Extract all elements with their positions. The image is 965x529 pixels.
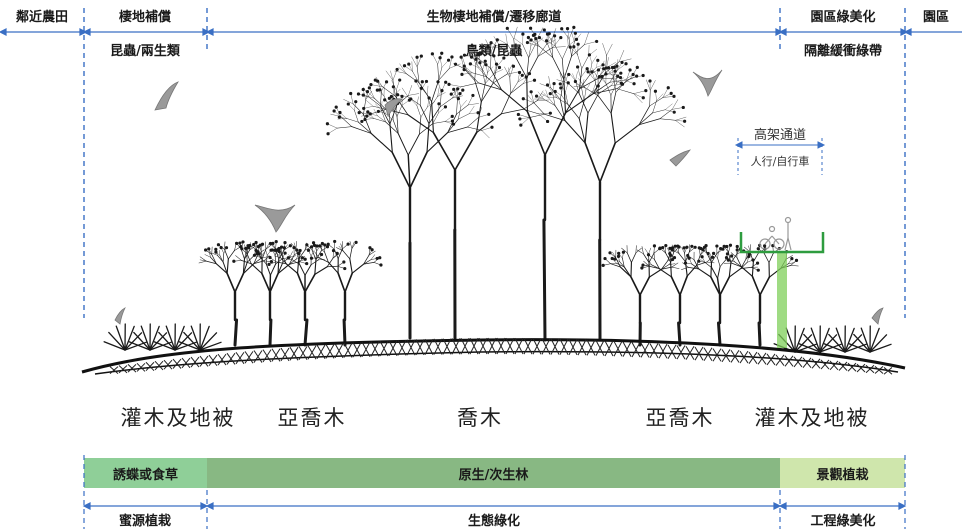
zone-label-park: 園區 — [922, 10, 950, 25]
bird-icon — [154, 81, 179, 111]
shrub — [178, 323, 222, 351]
sub-tree — [232, 239, 309, 347]
zone-label-habitat-species: 昆蟲/兩生類 — [110, 44, 180, 59]
shrub — [798, 325, 842, 353]
bird-icon — [114, 307, 126, 325]
plant-label-shrub-left: 灌木及地被 — [120, 406, 236, 430]
bottom-label-nectar: 蜜源植栽 — [118, 514, 172, 529]
walkway-title: 高架通道 — [753, 128, 807, 143]
sub-tree — [681, 243, 760, 347]
tall-tree — [516, 64, 687, 342]
cyclist-icon — [759, 225, 785, 250]
elevated-walkway — [734, 138, 826, 348]
bar-landscape: 景觀植栽 — [780, 458, 905, 488]
zone-label-habitat: 棲地補償 — [118, 10, 172, 25]
plant-label-subtree-right: 亞喬木 — [645, 406, 715, 430]
pedestrian-icon — [784, 216, 792, 251]
bird-icon — [871, 307, 884, 325]
tall-tree — [325, 78, 494, 340]
bird-icon — [384, 98, 403, 117]
zone-label-buffer-belt: 隔離緩衝綠帶 — [803, 44, 883, 59]
sub-tree — [601, 244, 680, 347]
vegetation-sketch — [103, 25, 892, 353]
ground-mound — [81, 337, 906, 375]
bottom-label-eng: 工程綠美化 — [810, 514, 876, 529]
shrub — [128, 323, 172, 351]
walkway-subtitle: 人行/自行車 — [750, 155, 810, 168]
sub-tree — [267, 241, 347, 347]
walkway-deck — [739, 232, 825, 254]
zone-dividers — [83, 8, 906, 318]
plant-label-tree: 喬木 — [457, 406, 503, 430]
bird-icon — [669, 149, 691, 167]
zone-label-buffer: 園區綠美化 — [810, 10, 876, 25]
shrub — [153, 323, 197, 351]
shrub — [848, 325, 892, 353]
zone-arrows — [0, 28, 962, 36]
bird-icons — [114, 69, 884, 325]
sub-tree — [198, 240, 274, 347]
bird-icon — [692, 69, 723, 97]
shrub — [823, 325, 867, 353]
tall-tree — [447, 25, 648, 342]
tall-tree — [357, 51, 552, 342]
bar-butterfly: 誘蝶或食草 — [84, 458, 207, 488]
walkway-dimension-arrow — [734, 138, 826, 175]
plant-label-subtree-left: 亞喬木 — [277, 406, 347, 430]
bottom-label-eco: 生態綠化 — [467, 514, 521, 529]
sub-tree — [309, 239, 383, 347]
zone-label-corridor: 生物棲地補償/遷移廊道 — [426, 10, 562, 25]
plant-label-shrub-right: 灌木及地被 — [754, 406, 870, 430]
zone-label-farm: 鄰近農田 — [15, 10, 69, 25]
shrub — [103, 323, 147, 351]
bar-native-forest: 原生/次生林 — [207, 458, 780, 488]
walkway-pillar — [777, 252, 787, 348]
bird-icon — [254, 204, 296, 233]
zone-label-corridor-species: 鳥類/昆蟲 — [465, 44, 523, 59]
